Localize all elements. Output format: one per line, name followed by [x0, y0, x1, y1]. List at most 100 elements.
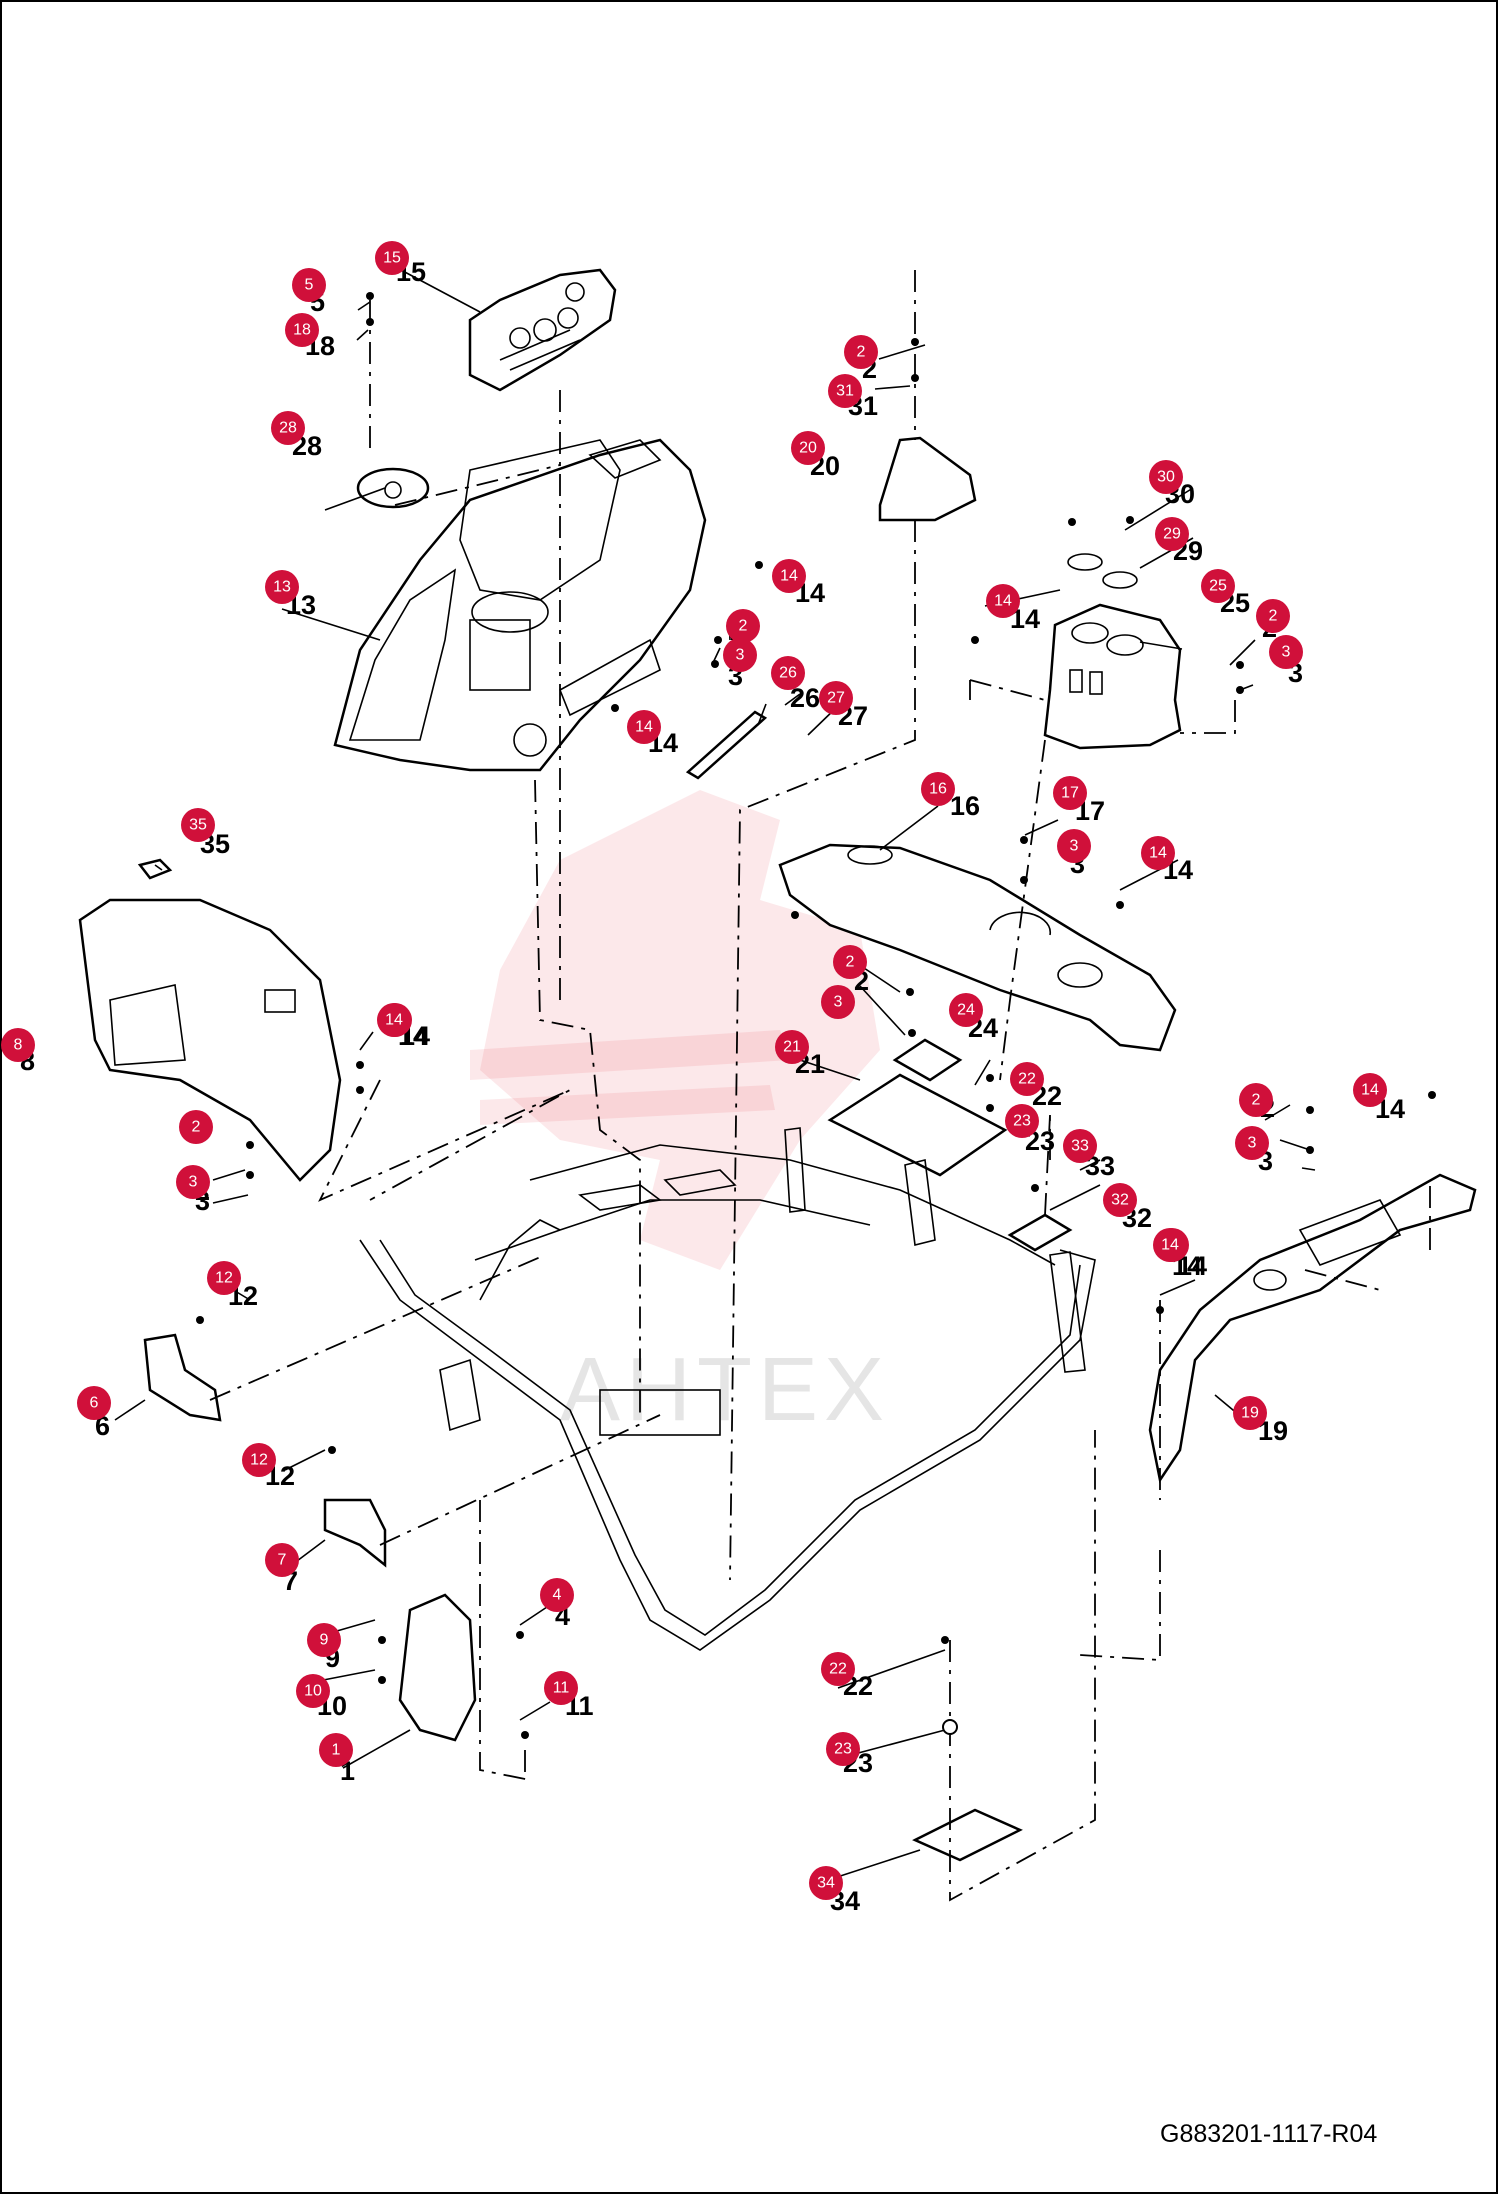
- callout-badge: 23: [826, 1732, 860, 1766]
- part-1-bracket: [398, 1593, 477, 1742]
- callout-badge: 2: [833, 945, 867, 979]
- svg-text:3: 3: [1282, 644, 1291, 661]
- svg-text:29: 29: [1163, 526, 1181, 543]
- svg-text:3: 3: [1070, 838, 1079, 855]
- svg-text:26: 26: [779, 665, 797, 682]
- svg-text:14: 14: [385, 1012, 403, 1029]
- callout-badge: 3: [821, 985, 855, 1019]
- part-label: 16: [950, 791, 980, 821]
- part-8-left-panel: [78, 858, 342, 1182]
- callout-badge: 2: [726, 609, 760, 643]
- callout-badge: 3: [1269, 635, 1303, 669]
- callout-badge: 3: [1057, 829, 1091, 863]
- svg-text:3: 3: [1248, 1135, 1257, 1152]
- callout-badge: 32: [1103, 1183, 1137, 1217]
- svg-text:10: 10: [304, 1683, 322, 1700]
- svg-text:23: 23: [834, 1741, 852, 1758]
- svg-text:33: 33: [1071, 1138, 1089, 1155]
- callout-badge: 35: [181, 808, 215, 842]
- svg-text:2: 2: [1269, 608, 1278, 625]
- svg-text:9: 9: [320, 1632, 329, 1649]
- callout-badge: 16: [921, 772, 955, 806]
- svg-text:11: 11: [553, 1680, 570, 1697]
- callout-badge: 21: [775, 1030, 809, 1064]
- part-26-grille: [685, 710, 768, 780]
- callout-badge: 14: [1141, 836, 1175, 870]
- drawing-code: G883201-1117-R04: [1160, 2120, 1377, 2148]
- callout-badge: 33: [1063, 1129, 1097, 1163]
- callout-badge: 12: [242, 1443, 276, 1477]
- svg-text:7: 7: [278, 1552, 287, 1569]
- svg-text:2: 2: [739, 618, 748, 635]
- callout-badge: 12: [207, 1261, 241, 1295]
- callout-badge: 29: [1155, 517, 1189, 551]
- callout-badge: 15: [375, 241, 409, 275]
- svg-text:21: 21: [783, 1039, 801, 1056]
- part-16-dashboard: [778, 843, 1177, 1052]
- callout-badge: 22: [821, 1652, 855, 1686]
- callout-badge: 2: [179, 1110, 213, 1144]
- svg-text:6: 6: [90, 1395, 99, 1412]
- svg-text:18: 18: [293, 322, 311, 339]
- callout-badge: 7: [265, 1543, 299, 1577]
- callout-badge: 2: [1256, 599, 1290, 633]
- assembly-lines: [209, 270, 1431, 1902]
- leader-lines: [114, 269, 1316, 1881]
- callout-badge: 22: [1010, 1062, 1044, 1096]
- part-28-gasket: [356, 467, 430, 509]
- svg-text:1: 1: [332, 1742, 341, 1759]
- callout-badges: 15 5 18 28 13 2 31 20 30 29 14 25 2 3 14…: [1, 241, 1387, 1900]
- callout-badge: 1: [319, 1733, 353, 1767]
- callout-badge: 14: [772, 559, 806, 593]
- callout-badge: 14: [986, 584, 1020, 618]
- callout-badge: 28: [271, 411, 305, 445]
- callout-badge: 30: [1149, 460, 1183, 494]
- svg-text:3: 3: [189, 1174, 198, 1191]
- callout-badge: 10: [296, 1674, 330, 1708]
- callout-badge: 17: [1053, 776, 1087, 810]
- vehicle-frame: [359, 1127, 1096, 1651]
- svg-text:12: 12: [250, 1452, 268, 1469]
- svg-text:19: 19: [1241, 1405, 1259, 1422]
- callout-badge: 31: [828, 374, 862, 408]
- svg-text:2: 2: [846, 954, 855, 971]
- svg-text:31: 31: [836, 383, 854, 400]
- svg-text:14: 14: [994, 593, 1012, 610]
- svg-text:14: 14: [1161, 1237, 1179, 1254]
- svg-text:35: 35: [189, 817, 207, 834]
- callout-badge: 34: [809, 1866, 843, 1900]
- callout-badge: 14: [377, 1003, 411, 1037]
- callout-badge: 26: [771, 656, 805, 690]
- callout-badge: 3: [1235, 1126, 1269, 1160]
- svg-text:5: 5: [305, 277, 314, 294]
- svg-text:34: 34: [817, 1875, 835, 1892]
- svg-text:12: 12: [215, 1270, 233, 1287]
- part-24-plate: [892, 1038, 963, 1082]
- svg-text:23: 23: [1013, 1113, 1031, 1130]
- svg-text:14: 14: [1361, 1082, 1379, 1099]
- callout-badge: 14: [1353, 1073, 1387, 1107]
- part-21-plate: [827, 1073, 1008, 1177]
- svg-text:14: 14: [635, 719, 653, 736]
- svg-text:30: 30: [1157, 469, 1175, 486]
- svg-text:3: 3: [736, 647, 745, 664]
- callout-badge: 18: [285, 313, 319, 347]
- callout-badge: 20: [791, 431, 825, 465]
- svg-text:3: 3: [834, 994, 843, 1011]
- svg-text:2: 2: [857, 344, 866, 361]
- callout-badge: 8: [1, 1028, 35, 1062]
- svg-text:14: 14: [1149, 845, 1167, 862]
- svg-text:8: 8: [14, 1037, 23, 1054]
- svg-text:24: 24: [957, 1002, 975, 1019]
- part-6-bracket: [143, 1333, 222, 1422]
- part-25-cupholder: [1043, 553, 1182, 750]
- part-13-console-housing: [333, 438, 707, 772]
- callout-badge: 23: [1005, 1104, 1039, 1138]
- svg-text:25: 25: [1209, 578, 1227, 595]
- svg-text:4: 4: [553, 1587, 562, 1604]
- part-34-plate: [912, 1808, 1023, 1862]
- svg-text:17: 17: [1061, 785, 1079, 802]
- svg-text:28: 28: [279, 420, 297, 437]
- part-32-bracket: [1007, 1213, 1073, 1252]
